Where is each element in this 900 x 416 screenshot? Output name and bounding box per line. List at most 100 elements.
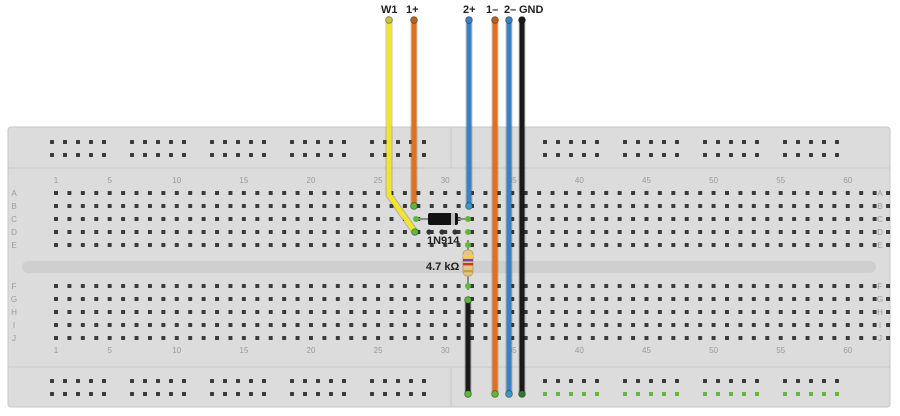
terminal-hole — [376, 323, 381, 327]
row-letter: F — [878, 282, 883, 291]
rail-hole — [636, 153, 640, 157]
terminal-hole — [308, 230, 313, 234]
jumper-wires — [385, 16, 526, 398]
terminal-hole — [792, 297, 797, 301]
rail-hole — [675, 140, 679, 144]
terminal-hole — [416, 323, 421, 327]
terminal-hole — [523, 217, 528, 221]
rail-hole — [130, 140, 134, 144]
rail-hole — [755, 153, 759, 157]
terminal-hole — [684, 336, 689, 340]
terminal-hole — [443, 323, 448, 327]
terminal-hole — [308, 310, 313, 314]
terminal-hole — [80, 191, 85, 195]
column-number: 60 — [843, 176, 852, 185]
terminal-hole — [631, 297, 636, 301]
rail-hole — [342, 153, 346, 157]
terminal-hole — [456, 323, 461, 327]
terminal-hole — [121, 191, 126, 195]
terminal-hole — [590, 230, 595, 234]
terminal-hole — [67, 336, 72, 340]
terminal-hole — [121, 323, 126, 327]
rail-hole — [716, 379, 720, 383]
terminal-hole — [161, 217, 166, 221]
terminal-hole — [241, 243, 246, 247]
column-number: 5 — [107, 176, 112, 185]
pin-marker — [439, 229, 445, 235]
wire-2-plus-top-end — [465, 16, 473, 24]
terminal-hole — [174, 297, 179, 301]
terminal-hole — [711, 243, 716, 247]
terminal-hole — [94, 297, 99, 301]
terminal-hole — [671, 230, 676, 234]
terminal-hole — [362, 191, 367, 195]
terminal-hole — [577, 204, 582, 208]
row-letter: C — [877, 215, 883, 224]
terminal-hole — [751, 336, 756, 340]
rail-hole — [342, 379, 346, 383]
rail-hole — [76, 379, 80, 383]
terminal-hole — [80, 284, 85, 288]
wire-label-1-minus: 1– — [486, 4, 498, 16]
wire-label-2-minus: 2– — [504, 4, 516, 16]
rail-hole — [76, 140, 80, 144]
rail-hole — [383, 392, 387, 396]
rail-hole — [262, 140, 266, 144]
terminal-hole — [470, 323, 475, 327]
row-letter: A — [11, 189, 17, 198]
terminal-hole — [322, 323, 327, 327]
rail-hole — [835, 140, 839, 144]
terminal-hole — [684, 230, 689, 234]
terminal-hole — [792, 191, 797, 195]
terminal-hole — [241, 230, 246, 234]
terminal-hole — [174, 230, 179, 234]
terminal-hole — [872, 336, 877, 340]
terminal-hole — [295, 191, 300, 195]
rail-hole — [755, 392, 759, 396]
rail-hole — [102, 379, 106, 383]
rail-hole — [742, 392, 746, 396]
terminal-hole — [322, 284, 327, 288]
active-pin — [465, 229, 471, 235]
terminal-hole — [778, 204, 783, 208]
terminal-hole — [402, 297, 407, 301]
terminal-hole — [94, 284, 99, 288]
column-number: 20 — [307, 346, 316, 355]
terminal-hole — [886, 204, 891, 208]
terminal-hole — [282, 323, 287, 327]
breadboard-labels: 1155101015152020252530303535404045455050… — [11, 176, 883, 355]
terminal-hole — [550, 336, 555, 340]
terminal-hole — [54, 243, 58, 247]
terminal-hole — [845, 217, 850, 221]
terminal-hole — [617, 310, 622, 314]
terminal-hole — [429, 191, 434, 195]
resistor-band — [463, 255, 473, 258]
terminal-hole — [174, 204, 179, 208]
rail-hole — [569, 153, 573, 157]
terminal-hole — [349, 336, 354, 340]
rail-hole — [556, 392, 560, 396]
terminal-hole — [644, 230, 649, 234]
terminal-hole — [590, 191, 595, 195]
terminal-hole — [590, 323, 595, 327]
row-letter: D — [877, 228, 883, 237]
terminal-hole — [147, 217, 152, 221]
terminal-hole — [349, 243, 354, 247]
rail-hole — [835, 153, 839, 157]
rail-hole — [130, 379, 134, 383]
terminal-hole — [523, 284, 528, 288]
terminal-hole — [54, 230, 58, 234]
rail-hole — [636, 140, 640, 144]
rail-hole — [809, 379, 813, 383]
terminal-hole — [389, 217, 394, 221]
terminal-hole — [725, 323, 729, 327]
rail-hole — [156, 153, 160, 157]
terminal-hole — [698, 310, 703, 314]
rail-hole — [303, 392, 307, 396]
terminal-hole — [859, 204, 864, 208]
rail-hole — [556, 140, 560, 144]
terminal-hole — [886, 310, 891, 314]
terminal-hole — [537, 243, 542, 247]
terminal-hole — [215, 297, 220, 301]
terminal-hole — [228, 230, 233, 234]
